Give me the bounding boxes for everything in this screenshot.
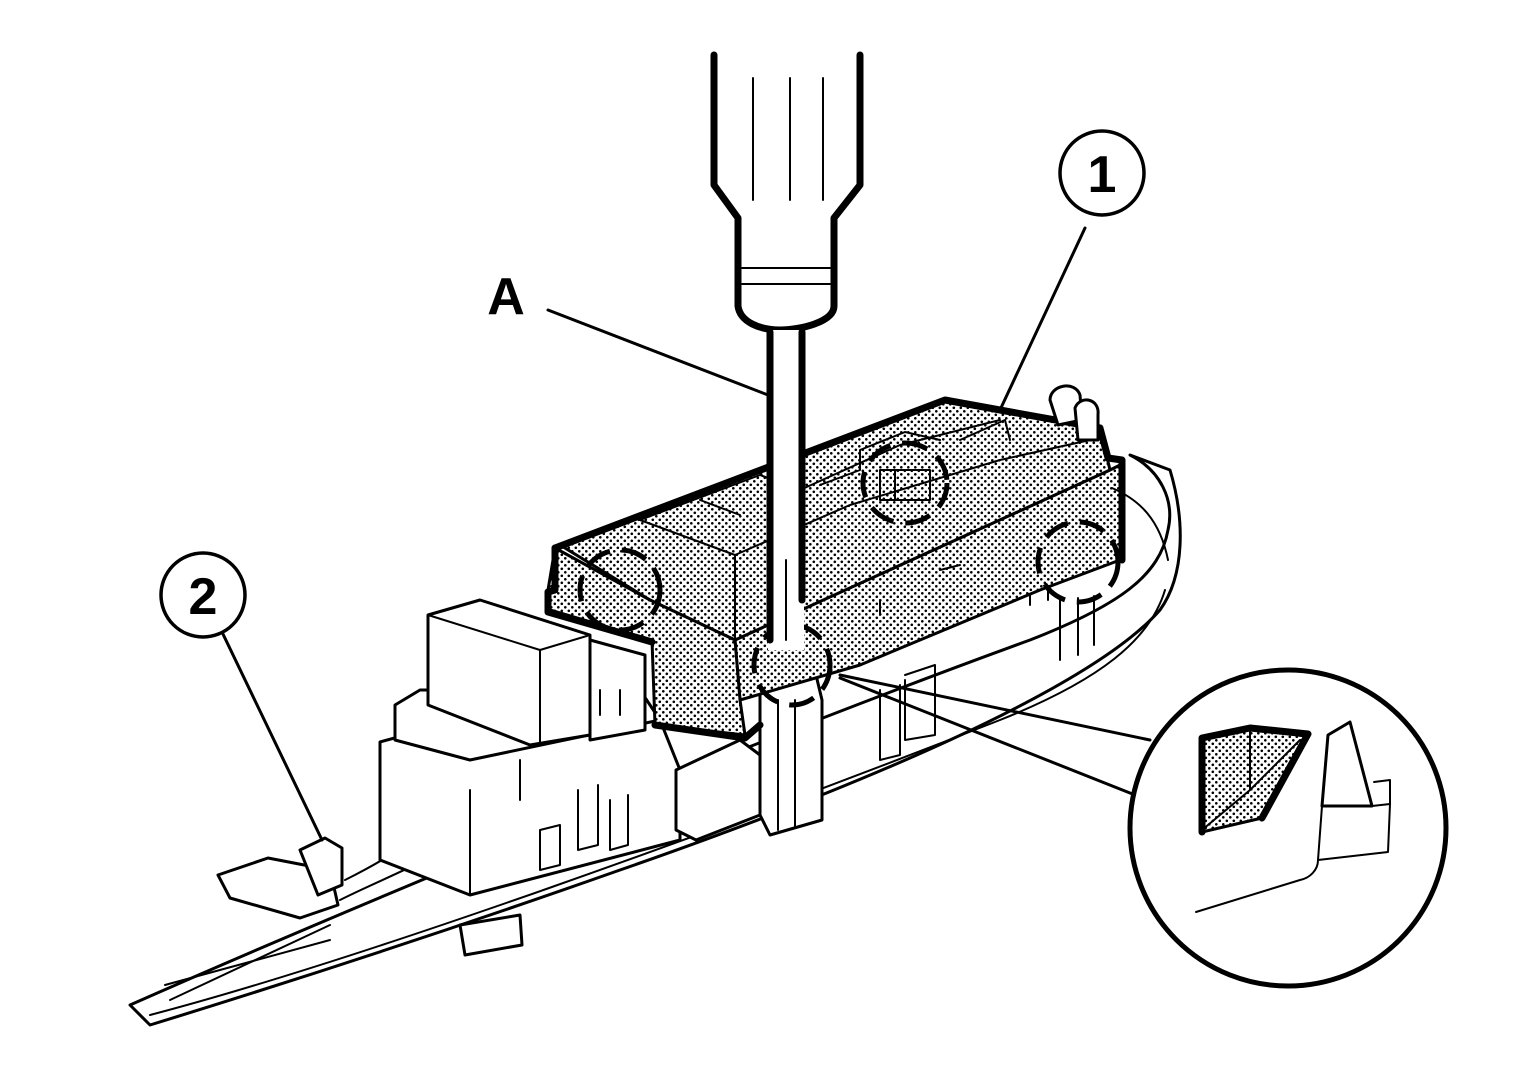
mounting-posts (674, 564, 1095, 842)
clip-locations (577, 440, 1121, 708)
leader-line-a (546, 308, 770, 397)
callout-1-text: 1 (1088, 146, 1117, 204)
callout-1: 1 (1058, 129, 1146, 217)
switch-module (544, 396, 1126, 742)
leader-line-2 (220, 630, 324, 842)
leader-lines (220, 226, 1169, 842)
rear-clips (1048, 384, 1100, 442)
label-a: A (487, 268, 525, 326)
detail-magnifier (838, 667, 1449, 989)
screwdriver (710, 51, 864, 650)
callout-2-text: 2 (189, 568, 218, 626)
leader-line-1 (998, 226, 1087, 412)
callout-2: 2 (159, 551, 247, 639)
connector-housing (378, 598, 682, 897)
label-a-text: A (487, 268, 525, 326)
